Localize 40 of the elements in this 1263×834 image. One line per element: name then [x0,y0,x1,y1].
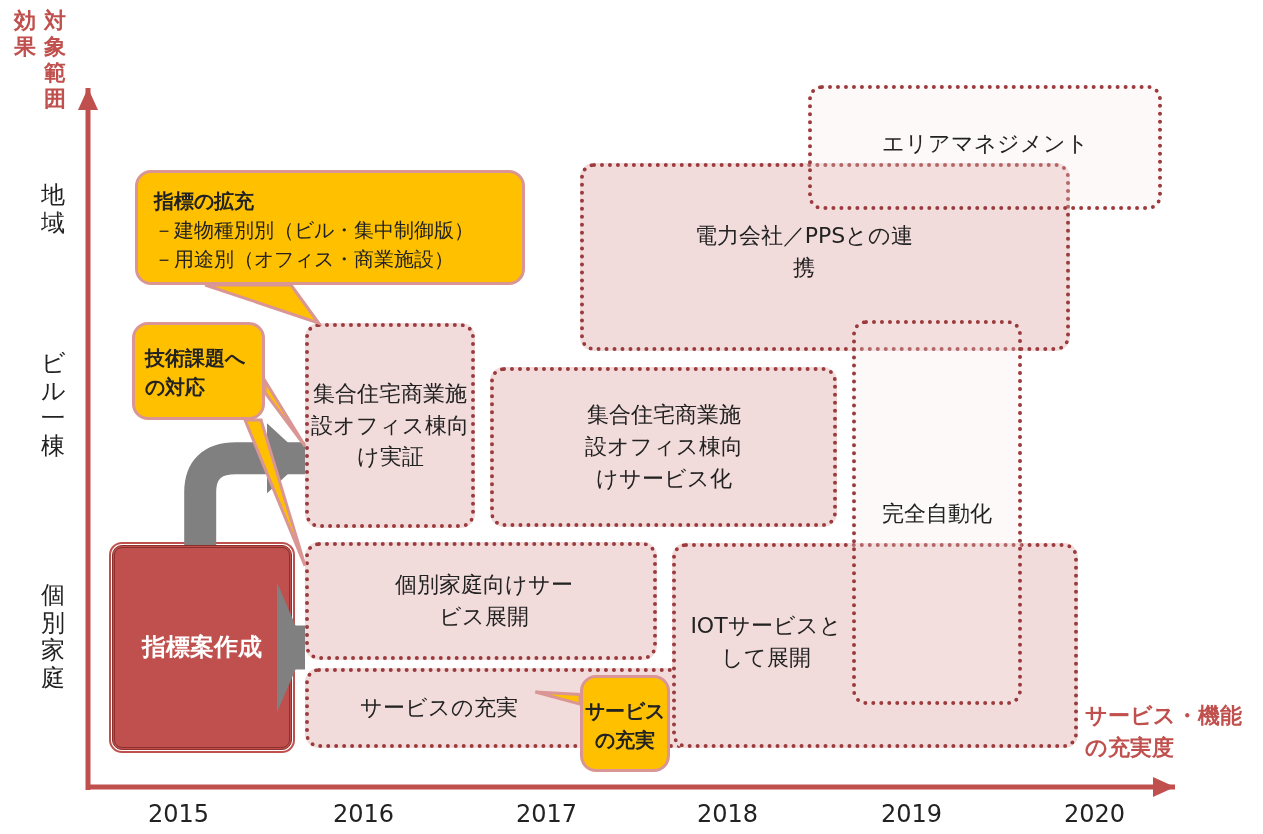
axis-title: 効果 [12,8,37,60]
process-box [808,85,1162,210]
box-text: 完全自動化 [882,500,992,529]
block-arrow [184,423,305,545]
box-text: 集合住宅商業施設オフィス棟向けサービス化 [584,401,744,493]
axis-category-label: 地域 [40,182,66,238]
block-arrow [277,582,305,713]
callout-pointer [203,283,321,325]
callout-pointer [533,690,582,706]
process-box [112,545,292,750]
year-label: 2017 [516,800,578,828]
axis-title: サービス・機能の充実度 [1085,702,1243,762]
year-label: 2018 [697,800,759,828]
callout-text: －建物種別別（ビル・集中制御版） [154,217,474,244]
callout-pointer [242,418,307,568]
box-text: 集合住宅商業施設オフィス棟向け実証 [310,379,470,472]
callout-bubble [580,675,670,772]
box-text: エリアマネジメント [881,130,1089,159]
box-text: 個別家庭向けサービス展開 [394,571,574,631]
process-box [672,543,1078,748]
box-text: 指標案作成 [142,632,262,664]
process-box [305,323,475,528]
year-label: 2020 [1064,800,1126,828]
year-label: 2015 [148,800,210,828]
axis-category-label: 個別家庭 [40,582,66,693]
box-text: IOTサービスとして展開 [689,612,843,672]
callout-text: 技術課題への対応 [145,344,246,401]
axis-category-label: ビル一棟 [40,350,66,461]
process-box [490,367,837,527]
axis-title: 対象範囲 [42,8,67,112]
box-text: サービスの充実 [360,694,518,723]
process-box [305,542,657,660]
year-label: 2019 [881,800,943,828]
process-box [580,163,1070,351]
box-text: 電力会社／PPSとの連携 [693,222,915,282]
year-label: 2016 [333,800,395,828]
callout-text: －用途別（オフィス・商業施設） [154,246,454,273]
callout-heading: 指標の拡充 [154,188,254,215]
callout-text: サービスの充実 [585,697,665,754]
process-box [852,320,1022,705]
